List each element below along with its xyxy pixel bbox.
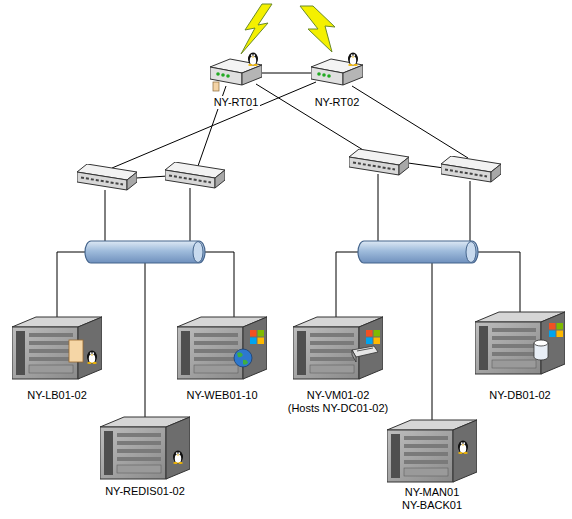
switch-icon [349,149,409,175]
network-bus [358,241,478,263]
windows-logo [366,330,380,344]
host-label: NY-RT02 [313,96,362,109]
wireless-bolt [241,4,272,54]
server-icon [475,312,565,374]
windows-logo [549,323,563,337]
server-node: NY-DB01-02 [475,310,565,402]
database-icon [534,340,548,360]
windows-logo [250,330,264,344]
linux-logo [348,53,358,67]
wireless-bolt [300,6,335,52]
network-cabling [57,82,520,424]
host-label: NY-WEB01-10 [184,389,259,402]
switch-icon [77,164,137,190]
linux-logo [173,451,183,465]
host-label: NY-REDIS01-02 [103,485,187,498]
host-label: NY-MAN01 [403,486,462,499]
server-icon [12,317,102,379]
globe-icon [234,349,252,367]
linux-logo [248,53,258,67]
document-icon [69,340,83,362]
host-label: NY-VM01-02 [305,389,372,402]
host-label: NY-DB01-02 [487,389,552,402]
server-icon [293,317,383,379]
linux-logo [87,351,97,365]
host-note: NY-BACK01 [400,499,464,512]
switch-icon [441,156,501,182]
linux-logo [458,441,468,455]
server-node: NY-WEB01-10 [177,315,267,402]
switch-icon [165,162,225,188]
network-bus [85,241,205,263]
server-node: NY-VM01-02(Hosts NY-DC01-02) [286,315,390,415]
router-module [213,82,219,91]
host-note: (Hosts NY-DC01-02) [286,402,390,415]
router-node: NY-RT01 [210,58,262,109]
server-node: NY-REDIS01-02 [100,415,190,498]
server-node: NY-LB01-02 [12,315,102,402]
server-icon [177,317,267,379]
host-label: NY-RT01 [212,96,261,109]
server-icon [387,420,477,482]
router-link [262,73,311,74]
host-label: NY-LB01-02 [25,389,89,402]
server-node: NY-MAN01NY-BACK01 [387,418,477,512]
server-icon [100,417,190,479]
drive-icon [352,346,378,362]
router-node: NY-RT02 [311,58,363,109]
